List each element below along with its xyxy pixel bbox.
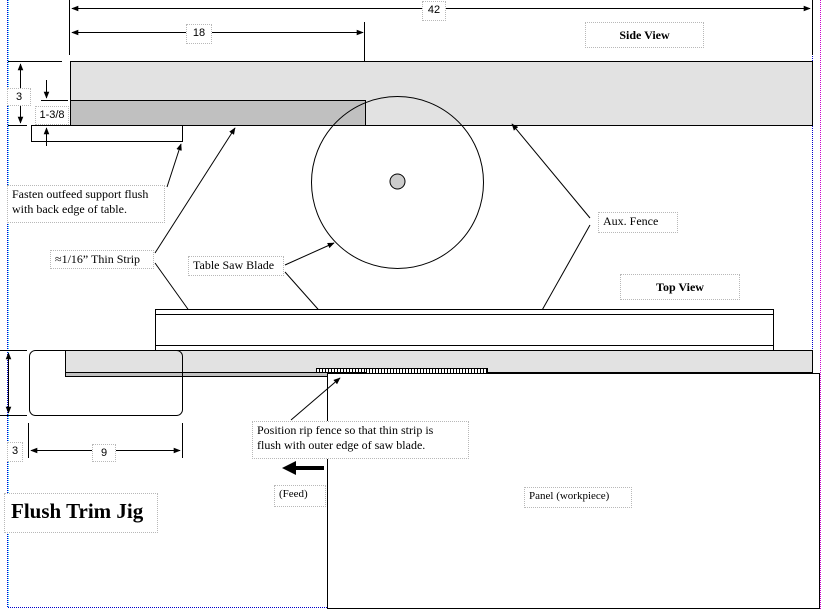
dim-9-label: 9 xyxy=(92,444,116,462)
outfeed-support-top xyxy=(29,350,183,416)
dim-3-side-label: 3 xyxy=(7,88,31,106)
callout-outfeed-support: Fasten outfeed support flush with back e… xyxy=(7,185,165,223)
rip-fence-top xyxy=(155,309,774,351)
callout-rip-fence-line2: flush with outer edge of saw blade. xyxy=(257,438,426,452)
leader-thin-strip-side xyxy=(154,127,236,254)
leader-rip-fence xyxy=(290,377,341,421)
thin-strip-top xyxy=(65,372,368,377)
outfeed-support xyxy=(31,125,183,142)
callout-feed: (Feed) xyxy=(274,485,326,507)
top-view-label: Top View xyxy=(620,274,740,300)
callout-outfeed-line1: Fasten outfeed support flush xyxy=(12,187,149,201)
callout-rip-fence: Position rip fence so that thin strip is… xyxy=(252,421,469,459)
leader-aux-fence-side xyxy=(511,123,591,219)
dim-3-top-label: 3 xyxy=(7,442,23,462)
side-view-label: Side View xyxy=(585,22,704,48)
saw-arbor xyxy=(389,173,406,190)
callout-outfeed-line2: with back edge of table. xyxy=(12,202,127,216)
saw-blade-side xyxy=(311,96,484,269)
callout-saw-blade: Table Saw Blade xyxy=(188,256,284,276)
thin-strip-side xyxy=(70,100,366,126)
diagram-title: Flush Trim Jig xyxy=(4,493,158,533)
callout-aux-fence: Aux. Fence xyxy=(598,212,678,233)
dim-138-label: 1-3/8 xyxy=(35,106,69,125)
callout-panel: Panel (workpiece) xyxy=(524,487,632,508)
leader-outfeed xyxy=(166,143,182,188)
feed-arrow-icon xyxy=(282,461,324,475)
dim-18-label: 18 xyxy=(186,24,212,44)
leader-saw-blade-side xyxy=(284,242,335,266)
callout-thin-strip: ≈1/16” Thin Strip xyxy=(50,250,154,269)
callout-rip-fence-line1: Position rip fence so that thin strip is xyxy=(257,423,434,437)
dim-42-label: 42 xyxy=(422,1,446,21)
